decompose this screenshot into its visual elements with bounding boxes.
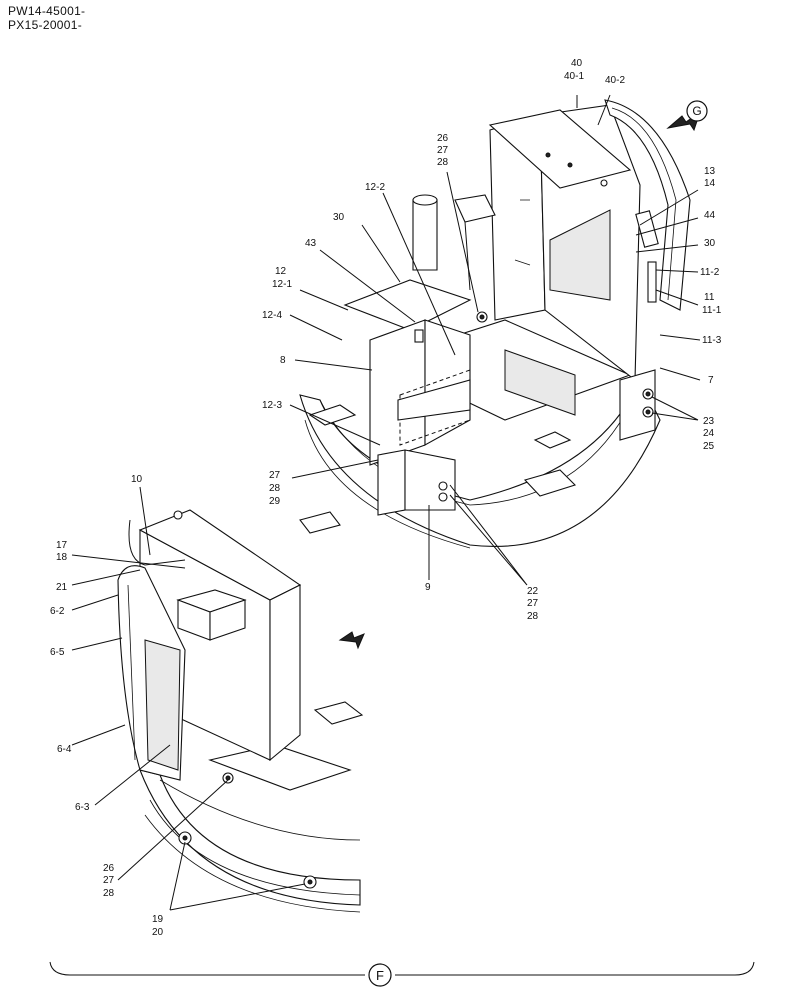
callout-26: 26 bbox=[437, 133, 449, 144]
callout-11: 11 bbox=[704, 292, 715, 303]
callout-27: 27 bbox=[527, 598, 539, 609]
callout-24: 24 bbox=[703, 428, 715, 439]
callout-27: 27 bbox=[103, 875, 115, 886]
callout-44: 44 bbox=[704, 210, 716, 221]
callout-9: 9 bbox=[425, 582, 431, 593]
callout-8: 8 bbox=[280, 355, 286, 366]
callout-23: 23 bbox=[703, 416, 715, 427]
view-marker-g: G bbox=[692, 104, 701, 118]
callout-12-3: 12-3 bbox=[262, 400, 282, 411]
upper-assembly-drawing bbox=[299, 99, 691, 549]
callout-28: 28 bbox=[103, 888, 115, 899]
callout-labels: 40 40-1 40-2 26 27 28 13 14 12-2 44 30 3… bbox=[50, 58, 722, 938]
callout-40-1: 40-1 bbox=[564, 71, 584, 82]
leader-lines bbox=[71, 94, 701, 911]
callout-30: 30 bbox=[704, 238, 716, 249]
callout-11-3: 11-3 bbox=[702, 335, 722, 346]
callout-28: 28 bbox=[269, 483, 281, 494]
callout-14: 14 bbox=[704, 178, 716, 189]
callout-12-4: 12-4 bbox=[262, 310, 282, 321]
callout-11-1: 11-1 bbox=[702, 305, 722, 316]
header-model-line-2: PX15-20001- bbox=[8, 18, 83, 32]
callout-6-2: 6-2 bbox=[50, 606, 65, 617]
header-model-line-1: PW14-45001- bbox=[8, 4, 86, 18]
lower-assembly-drawing bbox=[117, 509, 364, 913]
callout-25: 25 bbox=[703, 441, 715, 452]
callout-18: 18 bbox=[56, 552, 68, 563]
callout-28: 28 bbox=[527, 611, 539, 622]
callout-26: 26 bbox=[103, 863, 115, 874]
callout-27: 27 bbox=[437, 145, 449, 156]
callout-12: 12 bbox=[275, 266, 287, 277]
callout-40: 40 bbox=[571, 58, 583, 69]
callout-11-2: 11-2 bbox=[700, 267, 720, 278]
view-bracket-f: F bbox=[49, 961, 755, 987]
view-arrow-f bbox=[338, 631, 365, 650]
callout-6-3: 6-3 bbox=[75, 802, 90, 813]
callout-6-5: 6-5 bbox=[50, 647, 65, 658]
view-arrow-g: G bbox=[666, 100, 708, 132]
callout-13: 13 bbox=[704, 166, 716, 177]
callout-6-4: 6-4 bbox=[57, 744, 72, 755]
callout-10: 10 bbox=[131, 474, 143, 485]
callout-30: 30 bbox=[333, 212, 345, 223]
callout-29: 29 bbox=[269, 496, 281, 507]
callout-22: 22 bbox=[527, 586, 539, 597]
callout-12-1: 12-1 bbox=[272, 279, 292, 290]
callout-43: 43 bbox=[305, 238, 317, 249]
callout-7: 7 bbox=[708, 375, 714, 386]
callout-21: 21 bbox=[56, 582, 68, 593]
callout-28: 28 bbox=[437, 157, 449, 168]
callout-20: 20 bbox=[152, 927, 164, 938]
callout-40-2: 40-2 bbox=[605, 75, 625, 86]
callout-27: 27 bbox=[269, 470, 281, 481]
callout-12-2: 12-2 bbox=[365, 182, 385, 193]
callout-17: 17 bbox=[56, 540, 68, 551]
callout-19: 19 bbox=[152, 914, 164, 925]
view-marker-f: F bbox=[376, 968, 384, 983]
